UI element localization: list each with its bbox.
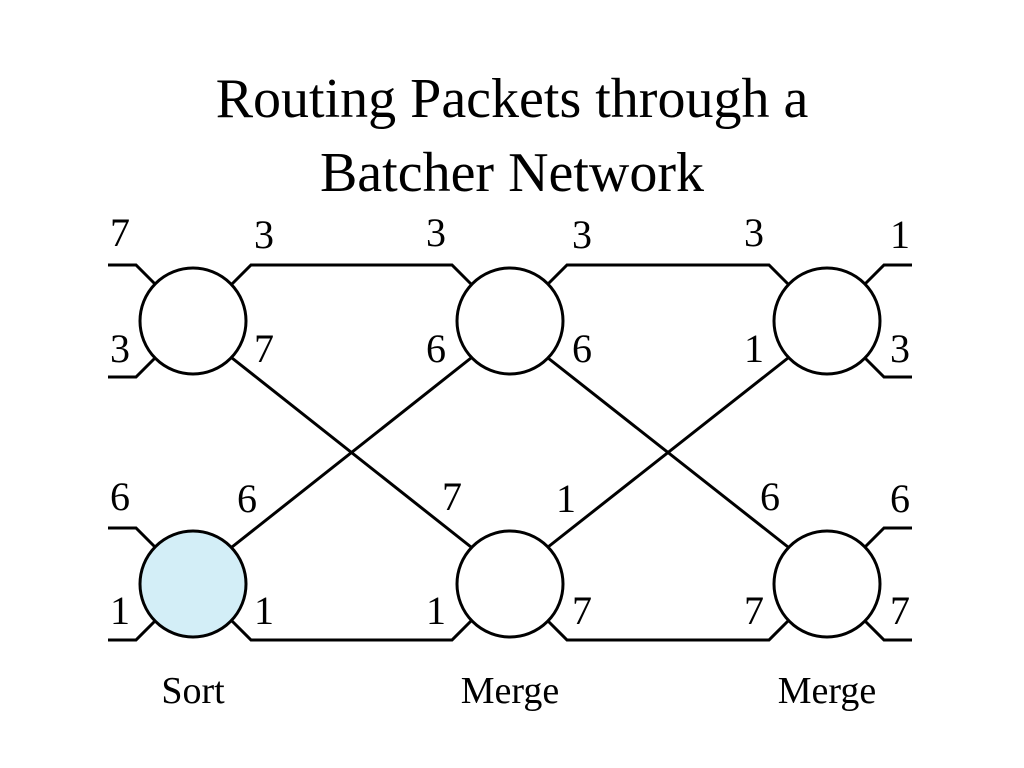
connection-wire: [231, 356, 472, 549]
input-wire: [108, 356, 157, 379]
connection-wire: [547, 356, 789, 549]
comparator-nodes: [138, 266, 882, 639]
label-output: 1: [890, 212, 910, 257]
label-stage3-in: 6: [760, 474, 780, 519]
input-wire: [108, 526, 157, 549]
label-stage1-out: 3: [254, 212, 274, 257]
label-stage3-in: 1: [744, 326, 764, 371]
node-stage1-bottom-sort: [138, 529, 248, 639]
label-stage2-out: 1: [556, 476, 576, 521]
output-wires: [863, 263, 912, 642]
label-input: 6: [110, 474, 130, 519]
stage2-to-stage3-wires: [546, 263, 790, 642]
input-wires: [108, 263, 157, 642]
slide-title: Routing Packets through a Batcher Networ…: [0, 62, 1024, 210]
output-wire: [863, 619, 912, 642]
label-output: 7: [890, 588, 910, 633]
output-wire: [863, 526, 912, 549]
label-stage2-in: 6: [426, 326, 446, 371]
label-stage2-in: 7: [442, 474, 462, 519]
connection-wire: [546, 619, 790, 642]
label-output: 6: [890, 476, 910, 521]
label-stage2-in: 1: [426, 588, 446, 633]
label-input: 7: [110, 210, 130, 255]
title-line-2: Batcher Network: [319, 142, 705, 204]
input-wire: [108, 263, 157, 286]
label-stage2-out: 3: [572, 212, 592, 257]
node-stage2-top: [455, 266, 565, 376]
label-stage2-out: 6: [572, 326, 592, 371]
label-stage2-in: 3: [426, 210, 446, 255]
label-stage2-out: 7: [572, 588, 592, 633]
input-wire: [108, 619, 157, 642]
label-stage3-in: 3: [744, 210, 764, 255]
stage-labels: Sort Merge Merge: [161, 670, 876, 712]
label-stage1-out: 7: [254, 326, 274, 371]
stage-label-sort: Sort: [161, 670, 225, 712]
output-wire: [863, 356, 912, 379]
connection-wire: [546, 263, 790, 286]
node-stage1-top: [138, 266, 248, 376]
stage1-to-stage2-wires: [230, 263, 473, 642]
output-wire: [863, 263, 912, 286]
node-stage2-bottom: [455, 529, 565, 639]
label-input: 3: [110, 326, 130, 371]
label-stage3-in: 7: [744, 588, 764, 633]
node-stage3-bottom: [772, 529, 882, 639]
stage-label-merge-2: Merge: [778, 670, 877, 712]
node-stage3-top: [772, 266, 882, 376]
label-output: 3: [890, 326, 910, 371]
stage-label-merge-1: Merge: [461, 670, 560, 712]
connection-wire: [230, 263, 473, 286]
label-input: 1: [110, 588, 130, 633]
connection-wire: [230, 619, 473, 642]
label-stage1-out: 1: [254, 588, 274, 633]
title-line-1: Routing Packets through a: [215, 68, 809, 130]
packet-labels: 7 3 6 1 3 7 6 1 3 6 7 1 3 6 1 7 3 1 6 7 …: [110, 210, 910, 633]
label-stage1-out: 6: [237, 476, 257, 521]
